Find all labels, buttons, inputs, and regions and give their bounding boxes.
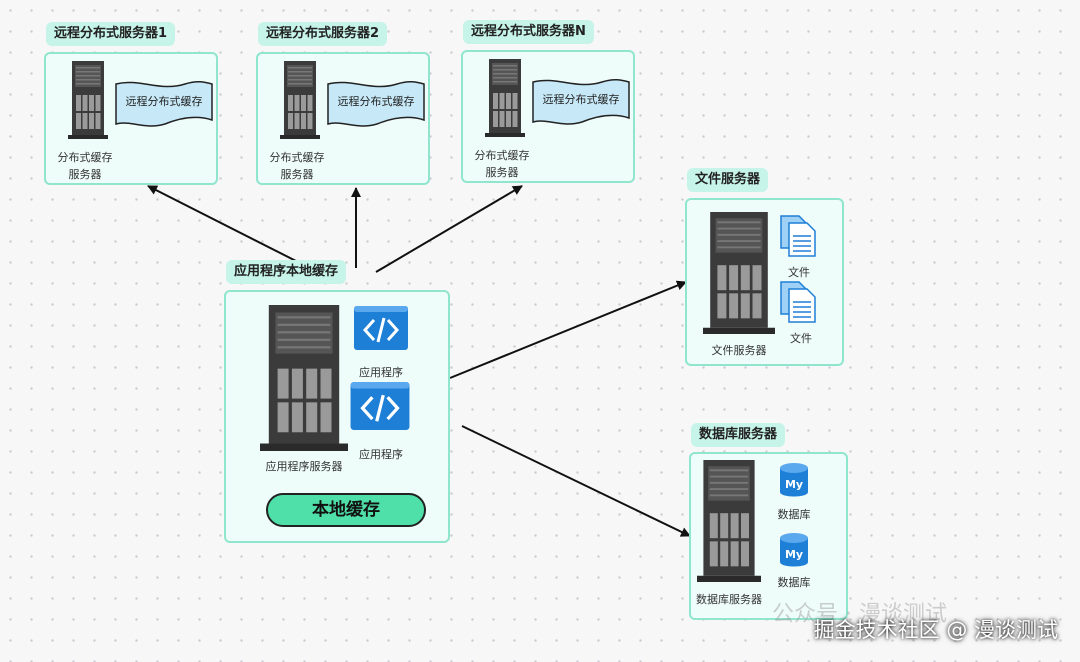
code-icon [350,382,410,430]
arrow-to-remote-1 [147,185,299,263]
wechat-watermark: 公众号 · 漫谈测试 [772,602,947,627]
db-icon-text: My [785,548,803,561]
remote-server-2-tag: 远程分布式服务器2 [258,22,388,46]
server-icon [697,460,761,582]
file-server-label: 文件服务器 [711,344,767,357]
db-server-label: 数据库服务器 [696,593,762,606]
remote-server-1-tag: 远程分布式服务器1 [46,22,176,46]
remote-cache-label: 远程分布式缓存 [542,93,620,106]
arrow-to-remote-n [375,185,523,273]
server-icon [280,61,320,139]
arrow-to-file-server [449,280,687,379]
file-label-1: 文件 [788,266,810,279]
server-icon [68,61,108,139]
remote-cache-banner: 远程分布式缓存 [115,80,213,128]
remote-cache-banner: 远程分布式缓存 [327,80,425,128]
db-label-1: 数据库 [777,508,811,521]
server-icon [485,59,525,137]
server-icon [703,212,775,334]
remote-server-n-tag: 远程分布式服务器N [463,20,594,44]
file-server-tag: 文件服务器 [687,168,769,192]
arrow-to-db-server [461,425,691,537]
remote-server-2-label: 分布式缓存 服务器 [269,151,325,181]
db-label-2: 数据库 [777,576,811,589]
remote-server-n-box: 远程分布式缓存 分布式缓存 服务器 [461,50,635,183]
app-label-2: 应用程序 [359,448,403,461]
remote-server-n-label: 分布式缓存 服务器 [474,149,530,179]
file-server-box: 文件 文件 文件服务器 [685,198,844,366]
remote-cache-label: 远程分布式缓存 [125,95,203,108]
file-icon [780,281,816,323]
db-server-box: My 数据库 My 数据库 数据库服务器 [689,452,848,620]
remote-cache-label: 远程分布式缓存 [337,95,415,108]
remote-cache-banner: 远程分布式缓存 [532,78,630,126]
db-server-tag: 数据库服务器 [691,423,786,447]
remote-server-1-box: 远程分布式缓存 分布式缓存 服务器 [44,52,218,185]
app-label-1: 应用程序 [359,366,403,379]
app-server-label: 应用程序服务器 [265,460,343,473]
remote-server-2-box: 远程分布式缓存 分布式缓存 服务器 [256,52,430,185]
remote-server-1-label: 分布式缓存 服务器 [57,151,113,181]
file-icon [780,215,816,257]
server-icon [260,305,348,451]
footer-credit: 掘金技术社区 @ 漫谈测试 [813,618,1058,642]
file-label-2: 文件 [790,332,812,345]
code-icon [354,306,408,350]
db-icon-text: My [785,478,803,491]
database-icon: My [780,533,808,567]
app-server-tag: 应用程序本地缓存 [226,260,347,284]
database-icon: My [780,463,808,497]
local-cache-pill: 本地缓存 [266,493,426,527]
